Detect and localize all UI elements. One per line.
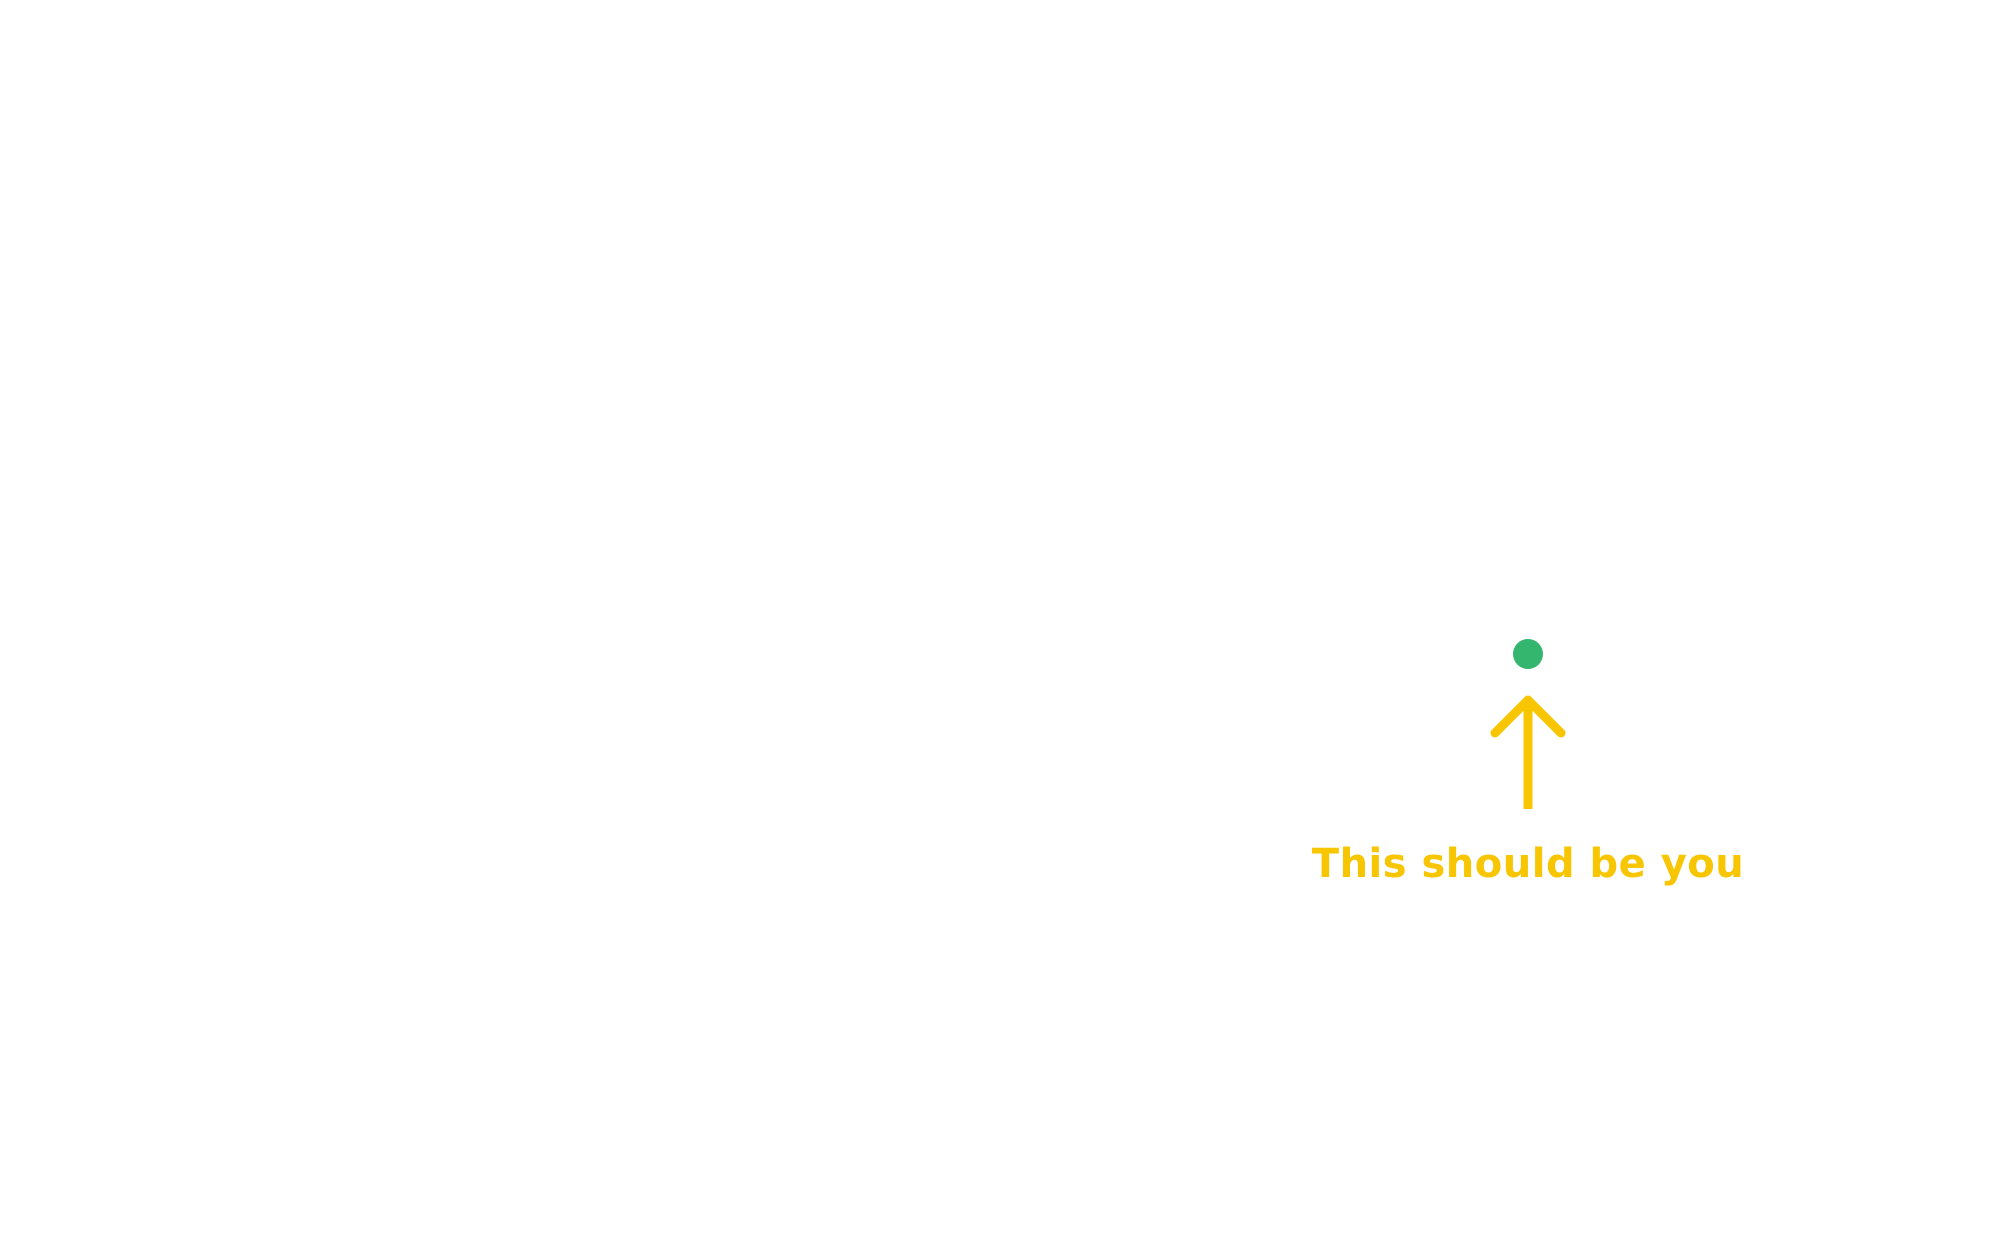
arrow-head [1490,695,1566,738]
arrow-up-icon [1490,695,1566,809]
user-location-dot-icon [1513,639,1543,669]
caption-text: This should be you [1311,841,1745,887]
